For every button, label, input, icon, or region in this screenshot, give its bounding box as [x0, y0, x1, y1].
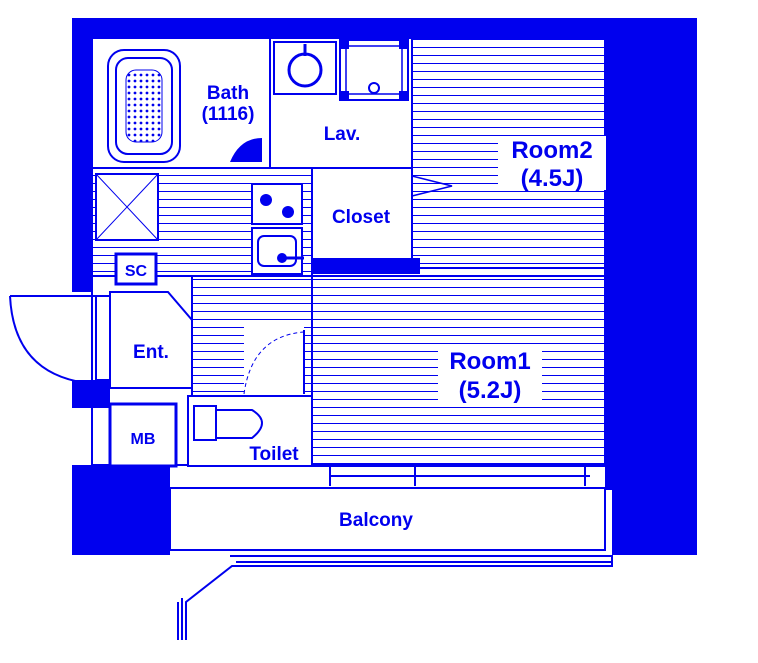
- mb-label: MB: [131, 431, 156, 448]
- balcony-label: Balcony: [339, 510, 413, 531]
- room2-label: Room2: [511, 137, 592, 164]
- lav-label: Lav.: [324, 124, 361, 145]
- stove-icon: [251, 183, 303, 225]
- bath-label: Bath: [207, 83, 249, 104]
- sc-zone: [114, 252, 158, 286]
- sc-label: SC: [125, 263, 148, 280]
- kitchen-sink-icon: [251, 227, 304, 275]
- closet-label: Closet: [332, 207, 391, 228]
- hall-zone: [191, 275, 313, 397]
- bathtub-icon: [125, 69, 163, 143]
- toilet-zone: [187, 395, 313, 467]
- bath-size-label: (1116): [202, 104, 255, 125]
- door-swing-icon: [9, 295, 97, 385]
- toilet-label: Toilet: [249, 444, 299, 465]
- entrance-zone: [9, 291, 193, 389]
- closet-zone: [311, 167, 453, 274]
- outer-walls: [72, 18, 697, 555]
- washing-machine-pan-icon: [339, 39, 409, 101]
- toilet-icon: [193, 405, 263, 441]
- room2-size-label: (4.5J): [521, 165, 584, 192]
- room-labels: Bath (1116) Lav. Room2 (4.5J) Closet SC …: [125, 78, 606, 531]
- room1-label: Room1: [449, 348, 530, 375]
- ent-label: Ent.: [133, 342, 169, 363]
- mb-zone: [108, 402, 178, 468]
- room1-size-label: (5.2J): [459, 377, 522, 404]
- balcony-zone: [169, 487, 613, 640]
- washbasin-icon: [287, 52, 323, 88]
- balcony-window: [312, 465, 605, 486]
- lav-zone: [269, 37, 413, 169]
